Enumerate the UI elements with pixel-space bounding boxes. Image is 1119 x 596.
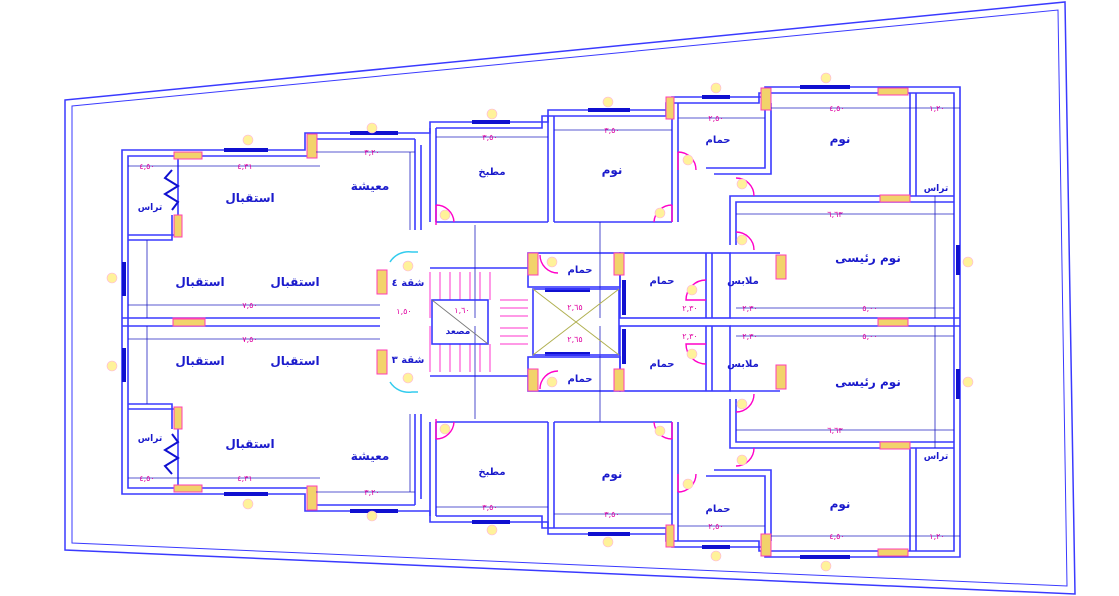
label-bathroom: حمام bbox=[568, 374, 593, 385]
dimension-label: ٤,٥٠ bbox=[829, 104, 844, 113]
dimension-label: ٤,٣١ bbox=[237, 162, 252, 171]
label-kitchen: مطبخ bbox=[478, 167, 505, 178]
label-living: معيشة bbox=[351, 179, 390, 193]
dimension-label: ٢,٣٠ bbox=[742, 304, 757, 313]
dimension-labels: ٤,٣١ ٣,٢٠ ٧,٥٠ ١,٥٠ ٣,٥٠ ٣,٥٠ ٢,٥٠ ٤,٥٠ … bbox=[139, 104, 944, 541]
dimension-label: ٢,٣٠ bbox=[742, 332, 757, 341]
label-master-bedroom: نوم رئيسى bbox=[835, 251, 901, 266]
label-reception: استقبال bbox=[225, 437, 274, 451]
dimension-label: ١,٥٠ bbox=[396, 307, 411, 316]
dimension-label: ١,٦٠ bbox=[454, 306, 469, 315]
dimension-label: ٣,٥٠ bbox=[604, 510, 619, 519]
dimension-label: ٢,٥٠ bbox=[708, 114, 723, 123]
label-master-bedroom: نوم رئيسى bbox=[835, 375, 901, 390]
dimension-label: ٢,٣٠ bbox=[682, 332, 697, 341]
label-dressing: ملابس bbox=[727, 359, 759, 370]
dimension-label: ٦,٦٣ bbox=[827, 426, 843, 435]
label-bathroom: حمام bbox=[706, 504, 731, 515]
label-bathroom: حمام bbox=[650, 359, 675, 370]
label-bedroom: نوم bbox=[602, 163, 623, 178]
dimension-label: ٢,٣٠ bbox=[682, 304, 697, 313]
label-reception: استقبال bbox=[270, 354, 319, 368]
dimension-label: ٥,٠٠ bbox=[862, 304, 877, 313]
label-bedroom: نوم bbox=[602, 467, 623, 482]
dimension-label: ٣,٢٠ bbox=[364, 488, 379, 497]
dimension-label: ٤,٥٠ bbox=[139, 162, 154, 171]
label-bedroom: نوم bbox=[830, 497, 851, 512]
label-kitchen: مطبخ bbox=[478, 467, 505, 478]
elevator-shaft bbox=[431, 288, 620, 356]
dimension-label: ٢,٥٠ bbox=[708, 522, 723, 531]
dimension-label: ٣,٥٠ bbox=[482, 133, 497, 142]
site-boundary bbox=[64, 1, 1076, 595]
label-dressing: ملابس bbox=[727, 276, 759, 287]
dimension-label: ٢,٦٥ bbox=[567, 335, 582, 344]
dimension-label: ٤,٣١ bbox=[237, 474, 252, 483]
label-terrace: تراس bbox=[924, 184, 948, 194]
dimension-label: ١,٢٠ bbox=[929, 104, 944, 113]
dimension-label: ٤,٥٠ bbox=[139, 474, 154, 483]
label-living: معيشة bbox=[351, 449, 390, 463]
label-elevator: مصعد bbox=[446, 327, 471, 337]
dimension-label: ١,٢٠ bbox=[929, 532, 944, 541]
dimension-label: ٧,٥٠ bbox=[242, 335, 257, 344]
label-apartment-4: شقة ٤ bbox=[392, 278, 425, 289]
label-terrace: تراس bbox=[138, 434, 162, 444]
dimension-label: ٣,٢٠ bbox=[364, 148, 379, 157]
dimension-label: ٥,٠٠ bbox=[862, 332, 877, 341]
label-bathroom: حمام bbox=[568, 265, 593, 276]
label-bathroom: حمام bbox=[650, 276, 675, 287]
dimension-label: ٤,٥٠ bbox=[829, 532, 844, 541]
dimension-label: ٢,٦٥ bbox=[567, 303, 582, 312]
dimension-label: ٦,٦٣ bbox=[827, 210, 843, 219]
label-bathroom: حمام bbox=[706, 135, 731, 146]
label-reception: استقبال bbox=[175, 354, 224, 368]
label-bedroom: نوم bbox=[830, 132, 851, 147]
label-reception: استقبال bbox=[175, 275, 224, 289]
dimension-label: ٣,٥٠ bbox=[604, 126, 619, 135]
label-terrace: تراس bbox=[924, 452, 948, 462]
dimension-label: ٧,٥٠ bbox=[242, 301, 257, 310]
label-terrace: تراس bbox=[138, 203, 162, 213]
label-apartment-3: شقة ٣ bbox=[392, 355, 425, 366]
label-reception: استقبال bbox=[225, 191, 274, 205]
label-reception: استقبال bbox=[270, 275, 319, 289]
dimension-label: ٣,٥٠ bbox=[482, 503, 497, 512]
room-labels: استقبال معيشة تراس استقبال استقبال مطبخ … bbox=[138, 132, 948, 515]
site-boundary-inner bbox=[71, 9, 1068, 587]
